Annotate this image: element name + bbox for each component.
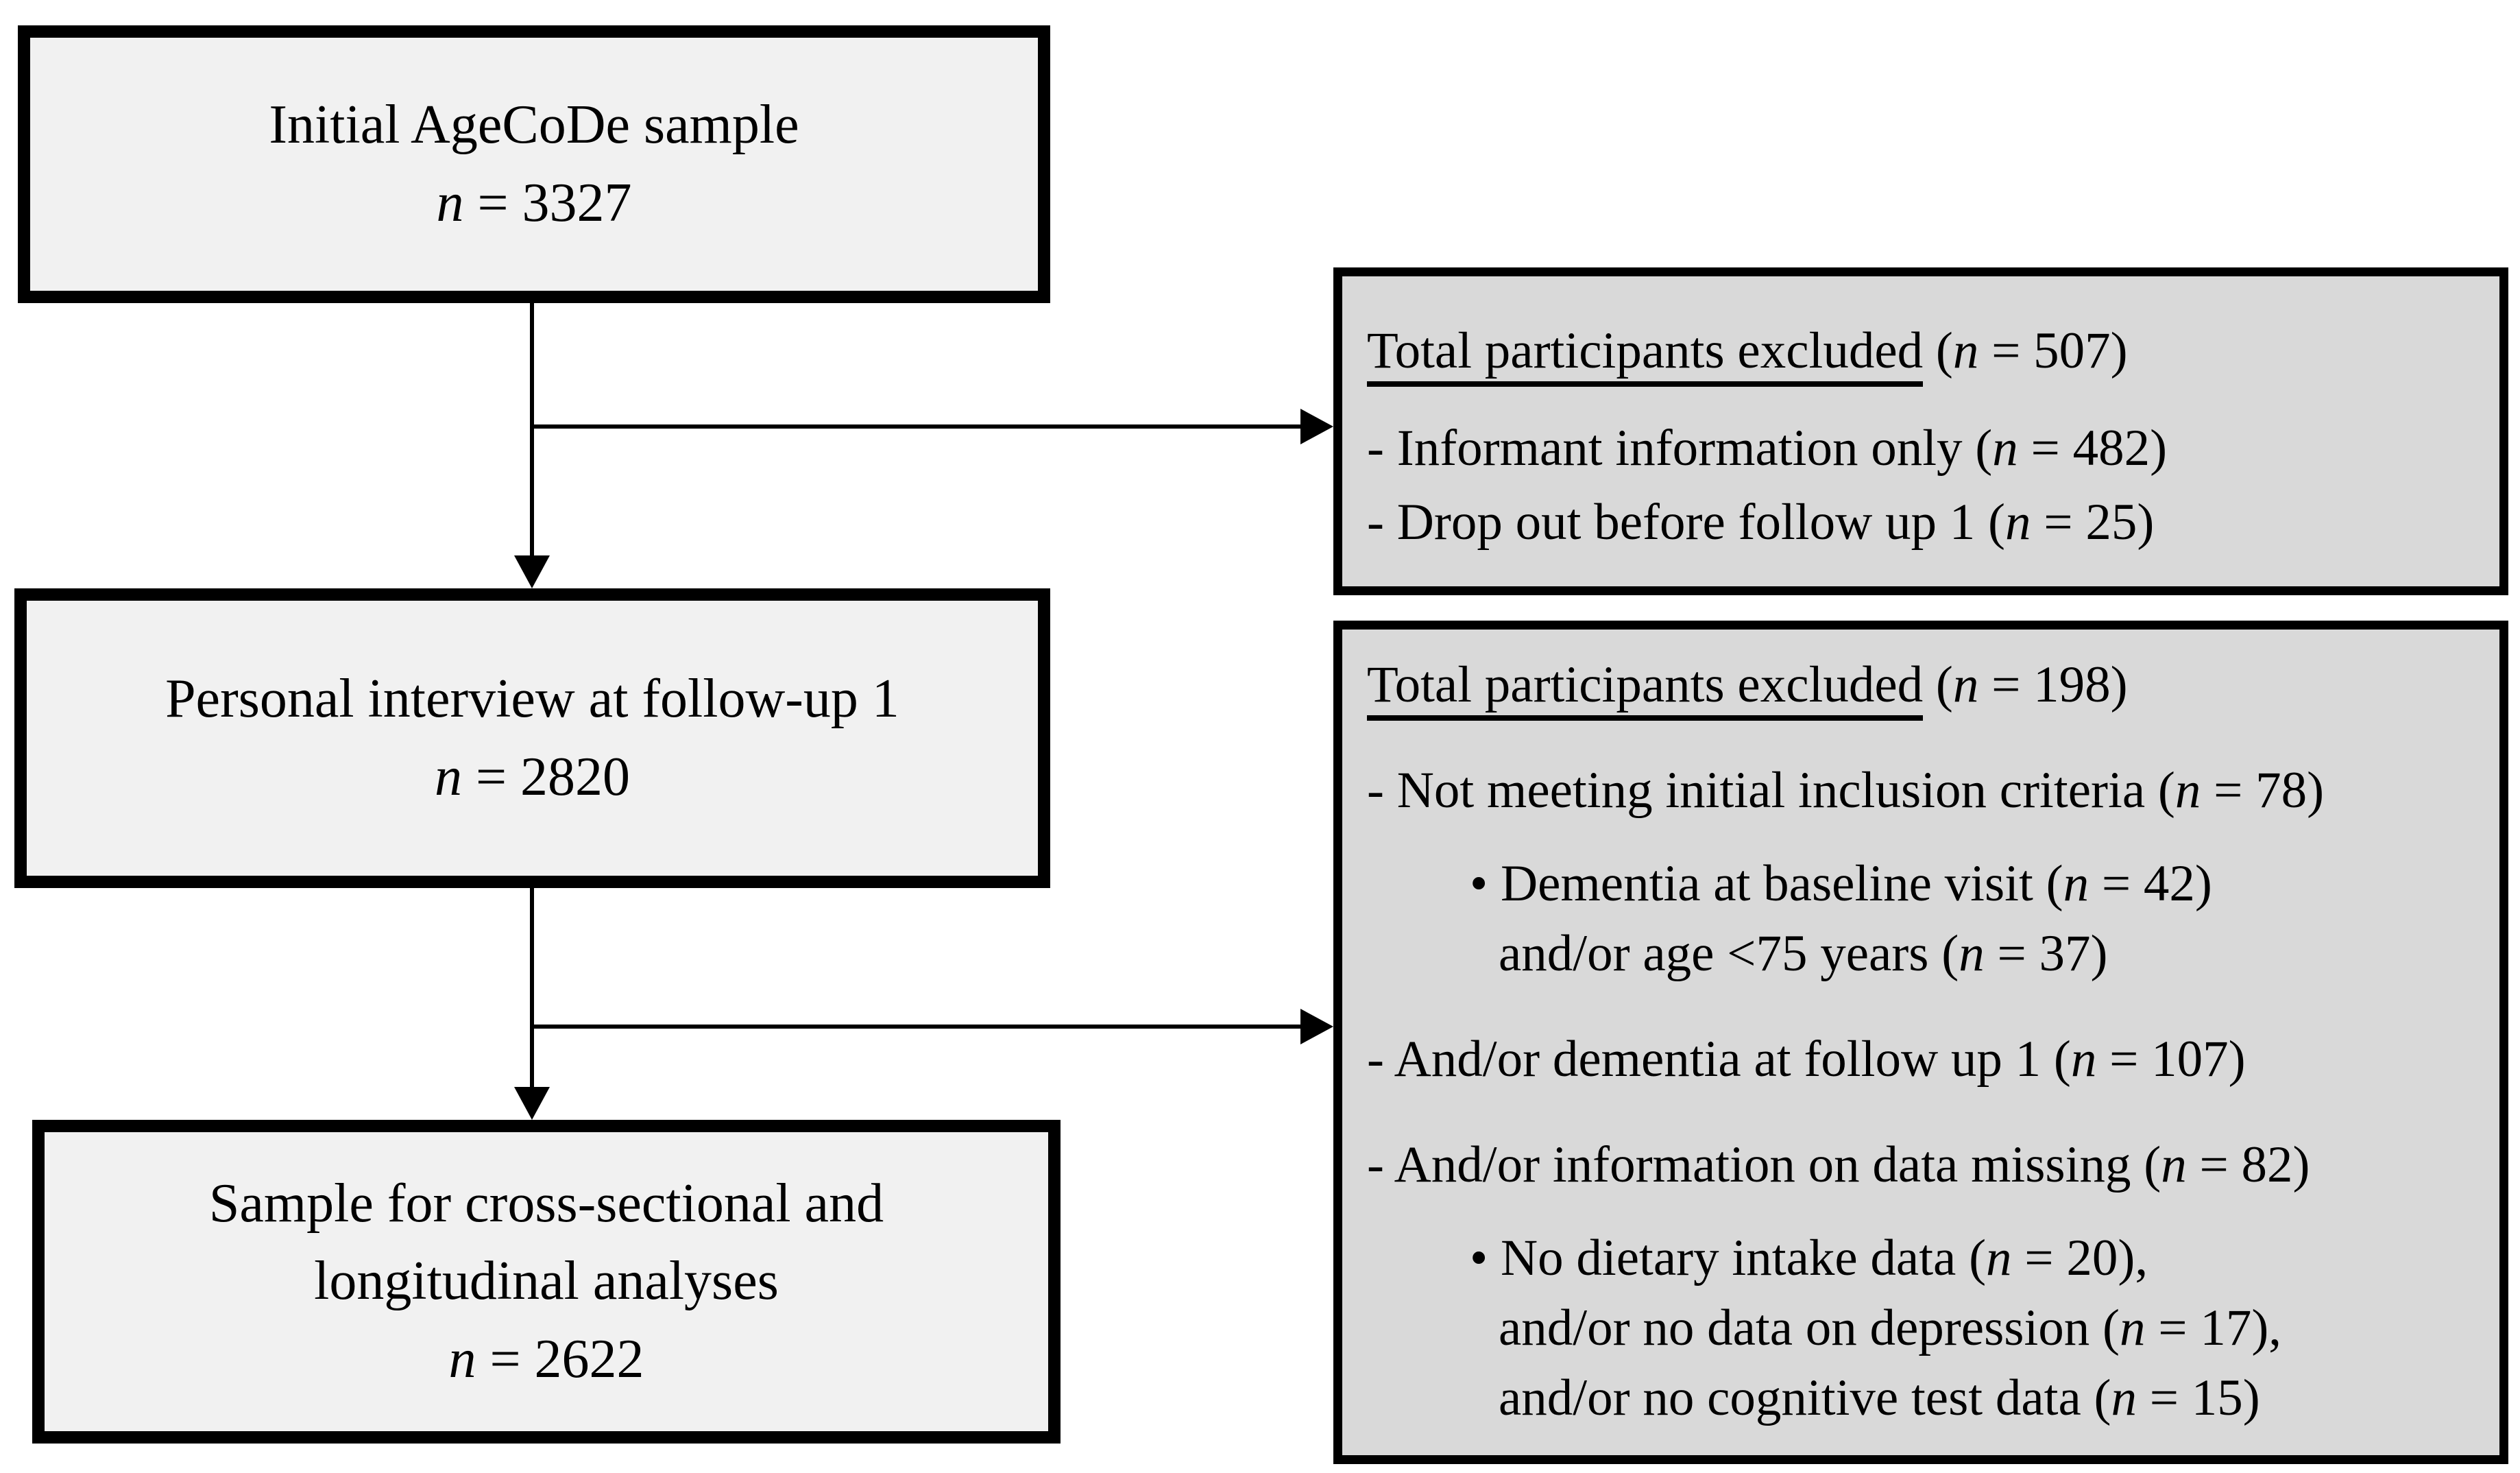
item-n-value: = 78)	[2201, 762, 2325, 819]
n-italic: n	[1986, 1230, 2012, 1286]
n-italic: n	[2111, 1369, 2137, 1426]
n-italic: n	[434, 746, 462, 807]
item-n-value: = 37)	[1984, 925, 2108, 982]
item-text: and/or age <75 years (	[1499, 925, 1959, 982]
item-text: - And/or information on data missing (	[1367, 1136, 2161, 1193]
exclusion-box-2: Total participants excluded (n = 198) - …	[1333, 621, 2508, 1464]
arrowhead-right-icon	[1300, 1009, 1333, 1044]
exclusion-sub-item: • Dementia at baseline visit (n = 42)	[1367, 849, 2475, 919]
item-n-value: = 25)	[2031, 494, 2155, 551]
followup-interview-box: Personal interview at follow-up 1 n = 28…	[14, 588, 1050, 888]
n-italic: n	[448, 1328, 476, 1389]
item-text: - And/or dementia at follow up 1 (	[1367, 1031, 2071, 1088]
n-value: = 3327	[463, 172, 632, 233]
item-n-value: = 42)	[2089, 855, 2212, 912]
initial-sample-box: Initial AgeCoDe sample n = 3327	[18, 25, 1050, 303]
arrowhead-down-icon	[514, 555, 550, 588]
heading-paren: (	[1923, 322, 1953, 379]
n-italic: n	[2161, 1136, 2187, 1193]
final-sample-title-line2: longitudinal analyses	[314, 1251, 779, 1312]
exclusion-box-1-heading: Total participants excluded (n = 507)	[1367, 316, 2475, 387]
exclusion-sub-item-continuation: and/or age <75 years (n = 37)	[1367, 919, 2475, 989]
exclusion-item: - And/or information on data missing (n …	[1367, 1130, 2475, 1200]
item-n-value: = 17),	[2145, 1300, 2282, 1356]
connector-line-to-exclusion-1	[532, 424, 1303, 429]
item-n-value: = 15)	[2136, 1369, 2260, 1426]
n-italic: n	[1992, 420, 2018, 477]
item-text: and/or no cognitive test data (	[1499, 1369, 2111, 1426]
item-text: - Drop out before follow up 1 (	[1367, 494, 2006, 551]
final-sample-n: n = 2622	[448, 1321, 644, 1399]
followup-interview-title: Personal interview at follow-up 1	[165, 668, 899, 729]
exclusion-item: - Informant information only (n = 482)	[1367, 414, 2475, 483]
item-n-value: = 20),	[2011, 1230, 2148, 1286]
exclusion-item: - And/or dementia at follow up 1 (n = 10…	[1367, 1025, 2475, 1094]
item-n-value: = 482)	[2018, 420, 2168, 477]
n-italic: n	[2070, 1031, 2097, 1088]
item-text: and/or no data on depression (	[1499, 1300, 2120, 1356]
item-text: • Dementia at baseline visit (	[1470, 855, 2063, 912]
item-text: • No dietary intake data (	[1470, 1230, 1987, 1286]
final-sample-box: Sample for cross-sectional and longitudi…	[32, 1120, 1061, 1444]
exclusion-item: - Drop out before follow up 1 (n = 25)	[1367, 488, 2475, 558]
n-italic: n	[1959, 925, 1985, 982]
n-value: = 2820	[461, 746, 631, 807]
connector-line-initial-to-followup	[530, 303, 534, 559]
n-value: = 2622	[476, 1328, 644, 1389]
final-sample-title-line1: Sample for cross-sectional and	[208, 1173, 884, 1234]
n-italic: n	[1952, 656, 1979, 713]
item-n-value: = 107)	[2096, 1031, 2246, 1088]
connector-line-to-exclusion-2	[532, 1025, 1303, 1029]
arrowhead-right-icon	[1300, 409, 1333, 444]
exclusion-box-2-heading: Total participants excluded (n = 198)	[1367, 650, 2475, 721]
heading-underlined-text: Total participants excluded	[1367, 322, 1924, 387]
heading-paren: (	[1923, 656, 1953, 713]
item-n-value: = 82)	[2186, 1136, 2310, 1193]
arrowhead-down-icon	[514, 1087, 550, 1120]
n-italic: n	[436, 172, 464, 233]
exclusion-sub-item: • No dietary intake data (n = 20),	[1367, 1223, 2475, 1293]
heading-underlined-text: Total participants excluded	[1367, 656, 1924, 721]
item-text: - Not meeting initial inclusion criteria…	[1367, 762, 2175, 819]
connector-line-followup-to-final	[530, 888, 534, 1088]
heading-n-value: = 198)	[1978, 656, 2128, 713]
exclusion-box-1: Total participants excluded (n = 507) - …	[1333, 267, 2508, 595]
exclusion-item: - Not meeting initial inclusion criteria…	[1367, 756, 2475, 826]
n-italic: n	[2005, 494, 2031, 551]
n-italic: n	[2120, 1300, 2146, 1356]
exclusion-sub-item-continuation: and/or no data on depression (n = 17),	[1367, 1293, 2475, 1363]
exclusion-sub-item-continuation: and/or no cognitive test data (n = 15)	[1367, 1363, 2475, 1433]
n-italic: n	[2174, 762, 2201, 819]
n-italic: n	[2063, 855, 2089, 912]
initial-sample-title: Initial AgeCoDe sample	[269, 94, 799, 155]
item-text: - Informant information only (	[1367, 420, 1993, 477]
heading-n-value: = 507)	[1978, 322, 2128, 379]
followup-interview-n: n = 2820	[435, 739, 630, 817]
n-italic: n	[1952, 322, 1979, 379]
initial-sample-n: n = 3327	[436, 165, 631, 243]
